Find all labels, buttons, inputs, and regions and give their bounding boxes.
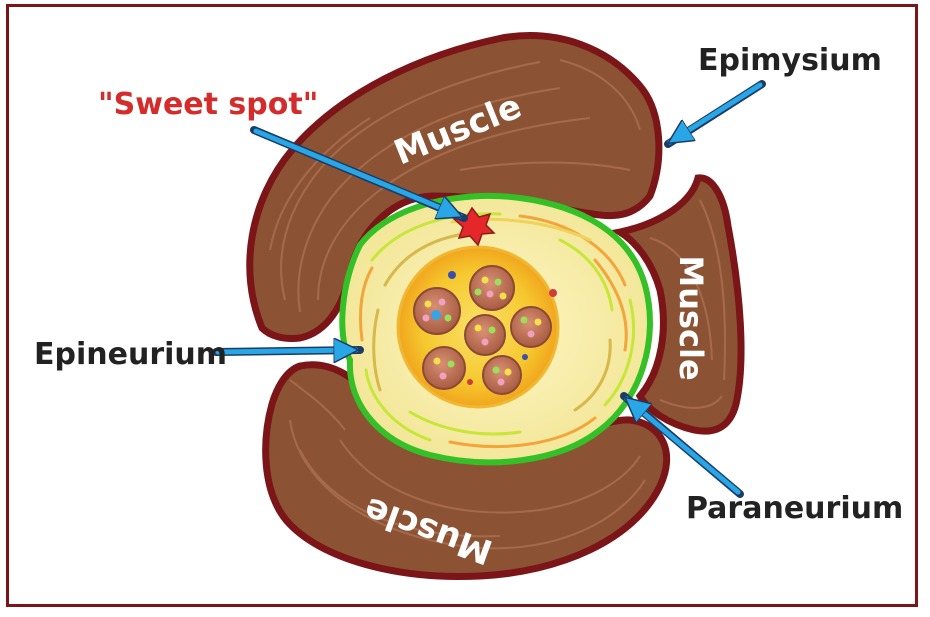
epineurium-label: Epineurium xyxy=(34,337,227,372)
muscle-right-label: Muscle xyxy=(672,255,710,380)
arrow-epineurium xyxy=(218,350,356,352)
sweet-spot-label: "Sweet spot" xyxy=(98,87,318,122)
arrow-epimysium xyxy=(670,85,760,142)
fascicle xyxy=(470,266,514,310)
fascicle xyxy=(483,356,521,394)
epimysium-label: Epimysium xyxy=(698,43,882,78)
fascicle xyxy=(465,315,505,355)
fascicle xyxy=(511,307,551,347)
fascicle xyxy=(423,347,465,389)
paraneurium-label: Paraneurium xyxy=(686,491,903,526)
